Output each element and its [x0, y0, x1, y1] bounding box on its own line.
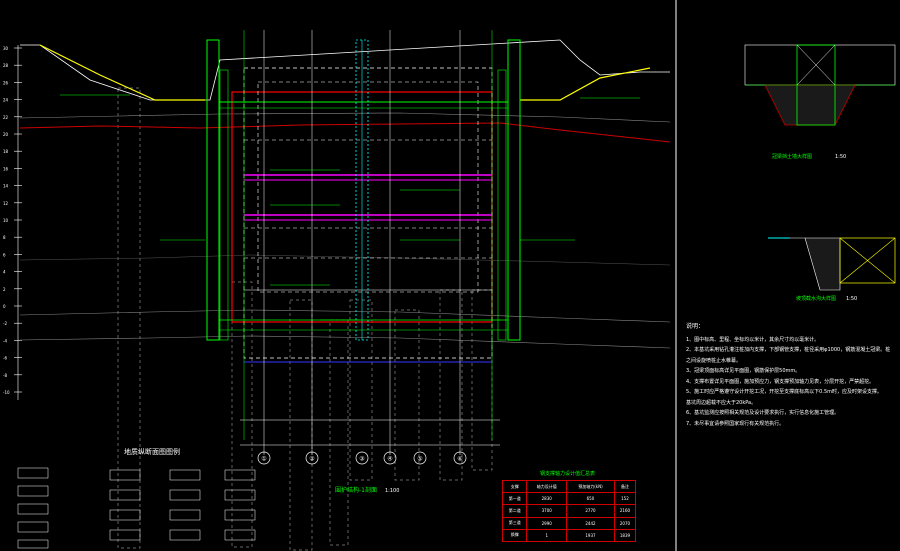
elevation-label: -10 [3, 390, 10, 395]
axis-bubble [453, 451, 467, 465]
elevation-label: 22 [3, 115, 9, 120]
notes-block: 说明： 1、图中标高、里程、坐标均以米计，其余尺寸均以毫米计。 2、本基坑采用钻… [686, 322, 891, 429]
table-cell: 支撑 [501, 479, 528, 494]
elevation-label: 24 [3, 98, 9, 103]
note-line: 5、施工时应严格遵守设计开挖工况，开挖至支撑底标高以下0.5m时，应及时架设支撑… [686, 389, 883, 395]
ground-surface [20, 39, 670, 101]
note-line: 4、支撑布置详见平面图，施加预应力，钢支撑预加轴力见表，分层开挖，严禁超挖。 [686, 378, 875, 385]
detail-drain-ditch [768, 237, 896, 291]
elevation-label: -2 [3, 321, 7, 326]
table-cell: 轴力设计值 [526, 479, 568, 494]
borehole-columns [117, 87, 493, 551]
elevation-label: -8 [3, 373, 7, 378]
detail-cap-beam [744, 44, 896, 126]
axis-label: ② [309, 456, 315, 463]
elevation-label: 8 [3, 235, 6, 240]
note-line: 6、基坑监测应按照相关规范及设计要求执行，实行信息化施工管理。 [686, 410, 840, 416]
axis-label: ① [261, 456, 266, 463]
table-cell: 预加轴力(kN) [566, 479, 615, 494]
note-line: 1、图中标高、里程、坐标均以米计，其余尺寸均以毫米计。 [686, 336, 820, 343]
elevation-label: -4 [3, 338, 7, 343]
table-cell: 备注 [613, 479, 637, 494]
table-row: 支撑 轴力设计值 预加轴力(kN) 备注 [501, 479, 637, 494]
table-cell: 3700 [526, 504, 568, 518]
table-cell: 1 [526, 528, 568, 543]
table-cell: 2830 [526, 492, 568, 506]
notes-title: 说明： [686, 323, 705, 330]
axis-markers: ① ② ③ ④ ⑤ ⑥ [257, 451, 467, 465]
elevation-label: 6 [3, 252, 6, 257]
table-cell: 1839 [613, 528, 637, 543]
elevation-label: 18 [3, 149, 9, 154]
table-cell: 1937 [566, 528, 615, 543]
table-cell: 第二道 [501, 504, 528, 518]
main-section-caption: 围护结构-1剖面 [335, 486, 377, 494]
excavation-section [206, 30, 521, 455]
table-cell: 换撑 [501, 528, 528, 543]
elevation-label: 28 [3, 63, 9, 68]
table-cell: 第三道 [501, 516, 528, 530]
detail2-caption: 坡顶截水沟大样图 [796, 295, 836, 302]
note-line: 基坑周边超载不应大于20kPa。 [686, 399, 757, 406]
elevation-label: 14 [3, 184, 9, 189]
elevation-label: 30 [3, 46, 9, 51]
table-cell: 650 [566, 492, 615, 506]
stratum-lines [19, 112, 671, 349]
table-cell: 2770 [566, 504, 615, 518]
table-row: 第一道 2830 650 152 [501, 492, 637, 506]
axis-label: ⑤ [417, 456, 422, 463]
note-line: 之间设旋喷桩止水帷幕。 [686, 357, 742, 364]
detail1-scale: 1:50 [835, 154, 846, 160]
elevation-label: 0 [3, 304, 6, 309]
table-row: 换撑 1 1937 1839 [501, 528, 637, 543]
strut-table-title: 钢支撑轴力设计值汇总表 [540, 471, 596, 477]
axis-bubble [383, 451, 397, 465]
table-cell: 第一道 [501, 492, 528, 506]
detail2-scale: 1:50 [846, 296, 857, 302]
note-line: 2、本基坑采用钻孔灌注桩加内支撑，下部钢管支撑，桩径采用φ1000，钢筋混凝土冠… [686, 347, 891, 353]
axis-bubble [257, 451, 271, 465]
strut-force-table: 支撑 轴力设计值 预加轴力(kN) 备注 第一道 2830 650 152 第二… [501, 479, 637, 543]
axis-bubble [305, 451, 319, 465]
elevation-label: 20 [3, 132, 9, 137]
elevation-label: 4 [3, 270, 6, 275]
note-line: 7、未尽事宜请参照国家现行有关规范执行。 [686, 420, 785, 427]
note-line: 3、冠梁顶面标高详见平面图，钢筋保护层50mm。 [686, 368, 801, 374]
table-cell: 2160 [613, 504, 637, 518]
elevation-label: 12 [3, 201, 9, 206]
elevation-label: -6 [3, 356, 7, 361]
detail1-caption: 冠梁挡土墙大样图 [772, 153, 812, 160]
elevation-label: 16 [3, 166, 9, 171]
axis-label: ④ [387, 456, 392, 463]
table-cell: 2442 [566, 516, 615, 530]
table-row: 第二道 3700 2770 2160 [501, 504, 637, 518]
legend-title: 地质纵断面图图例 [124, 448, 180, 456]
callouts [60, 94, 640, 321]
table-row: 第三道 2990 2442 2070 [501, 516, 637, 530]
elevation-label: 2 [3, 287, 6, 292]
elevation-label: 10 [3, 218, 9, 223]
table-cell: 152 [613, 492, 637, 506]
legend-swatches [17, 467, 256, 549]
axis-bubble [413, 451, 427, 465]
axis-bubble [355, 451, 369, 465]
table-cell: 2070 [613, 516, 637, 530]
axis-label: ③ [359, 456, 364, 463]
table-cell: 2990 [526, 516, 568, 530]
elevation-label: 26 [3, 80, 9, 85]
main-section-scale: 1:100 [385, 488, 399, 494]
axis-label: ⑥ [457, 456, 462, 463]
